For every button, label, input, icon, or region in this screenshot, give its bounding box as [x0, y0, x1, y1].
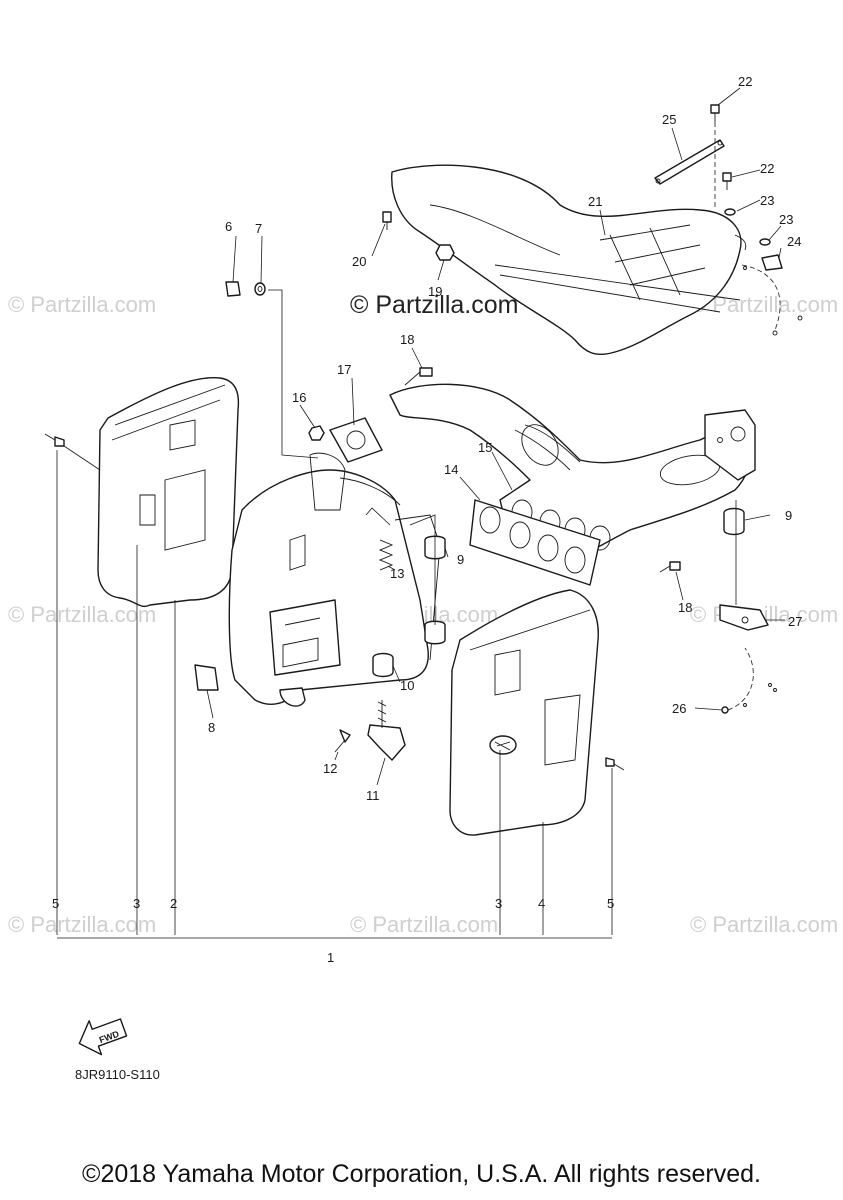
callout-22-mid: 22	[760, 161, 774, 176]
callout-18-lower: 18	[678, 600, 692, 615]
watermark-left-mid: © Partzilla.com	[8, 602, 156, 627]
part-3-muffler-body	[228, 452, 441, 707]
callout-10: 10	[400, 678, 414, 693]
callout-1: 1	[327, 950, 334, 965]
callout-23-top: 23	[760, 193, 774, 208]
callout-13: 13	[390, 566, 404, 581]
part-16-nut	[308, 425, 325, 441]
callout-9-left: 9	[457, 552, 464, 567]
diagram-code: 8JR9110-S110	[75, 1067, 160, 1082]
part-13-spring	[378, 539, 394, 571]
part-15-exhaust-manifold	[389, 383, 756, 561]
callout-12: 12	[323, 761, 337, 776]
part-4-right-heat-cover	[449, 589, 599, 836]
parts-22-23-24-hardware	[710, 104, 803, 336]
callout-2: 2	[170, 896, 177, 911]
part-8-clip	[194, 664, 219, 691]
callout-8: 8	[208, 720, 215, 735]
callout-14: 14	[444, 462, 458, 477]
callout-numbers: 6 7 16 17 18 14 15 9 9 18 20 19 21 25 22…	[52, 74, 802, 965]
callout-6: 6	[225, 219, 232, 234]
callout-4: 4	[538, 896, 545, 911]
part-20-bolt	[382, 211, 392, 230]
callout-22-top: 22	[738, 74, 752, 89]
callout-19: 19	[428, 284, 442, 299]
callout-5-right: 5	[607, 896, 614, 911]
callout-15: 15	[478, 440, 492, 455]
part-14-gasket	[469, 499, 601, 586]
callout-26: 26	[672, 701, 686, 716]
part-10-damper	[372, 652, 394, 678]
callout-24: 24	[787, 234, 801, 249]
callout-5-left: 5	[52, 896, 59, 911]
part-7-washer	[254, 282, 266, 296]
callout-18-upper: 18	[400, 332, 414, 347]
part-2-left-heat-cover	[97, 377, 240, 607]
callout-27: 27	[788, 614, 802, 629]
copyright-notice: ©2018 Yamaha Motor Corporation, U.S.A. A…	[82, 1160, 761, 1188]
leader-lines	[56, 87, 785, 939]
watermark-right-bottom: © Partzilla.com	[690, 912, 838, 937]
callout-9-right: 9	[785, 508, 792, 523]
callout-3-left: 3	[133, 896, 140, 911]
part-9-damper-right	[723, 507, 745, 536]
part-5-clip-right	[605, 757, 625, 771]
part-25-strap	[654, 139, 725, 185]
part-5-clip-left	[44, 433, 65, 447]
watermark-center-bottom: © Partzilla.com	[350, 912, 498, 937]
callout-16: 16	[292, 390, 306, 405]
watermark-group: © Partzilla.com © Partzilla.com © Partzi…	[8, 292, 838, 937]
part-26-clip	[721, 647, 777, 714]
callout-20: 20	[352, 254, 366, 269]
part-19-nut	[435, 244, 455, 261]
part-6-bolt	[225, 281, 241, 297]
part-18-bolt-lower	[659, 561, 681, 573]
callout-3-right: 3	[495, 896, 502, 911]
part-17-gasket	[329, 417, 383, 463]
callout-21: 21	[588, 194, 602, 209]
callout-25: 25	[662, 112, 676, 127]
part-27-bracket	[719, 604, 769, 631]
part-12-bolt	[334, 729, 351, 753]
part-11-bracket	[367, 700, 406, 761]
callout-23-bottom: 23	[779, 212, 793, 227]
watermark-main: © Partzilla.com	[350, 291, 518, 319]
callout-7: 7	[255, 221, 262, 236]
part-18-bolt-upper	[404, 367, 433, 386]
fwd-arrow-icon: FWD	[78, 1018, 128, 1056]
callout-17: 17	[337, 362, 351, 377]
part-21-upper-heat-shield	[391, 164, 747, 356]
callout-11: 11	[366, 788, 380, 803]
watermark-left-top: © Partzilla.com	[8, 292, 156, 317]
watermark-left-bottom: © Partzilla.com	[8, 912, 156, 937]
